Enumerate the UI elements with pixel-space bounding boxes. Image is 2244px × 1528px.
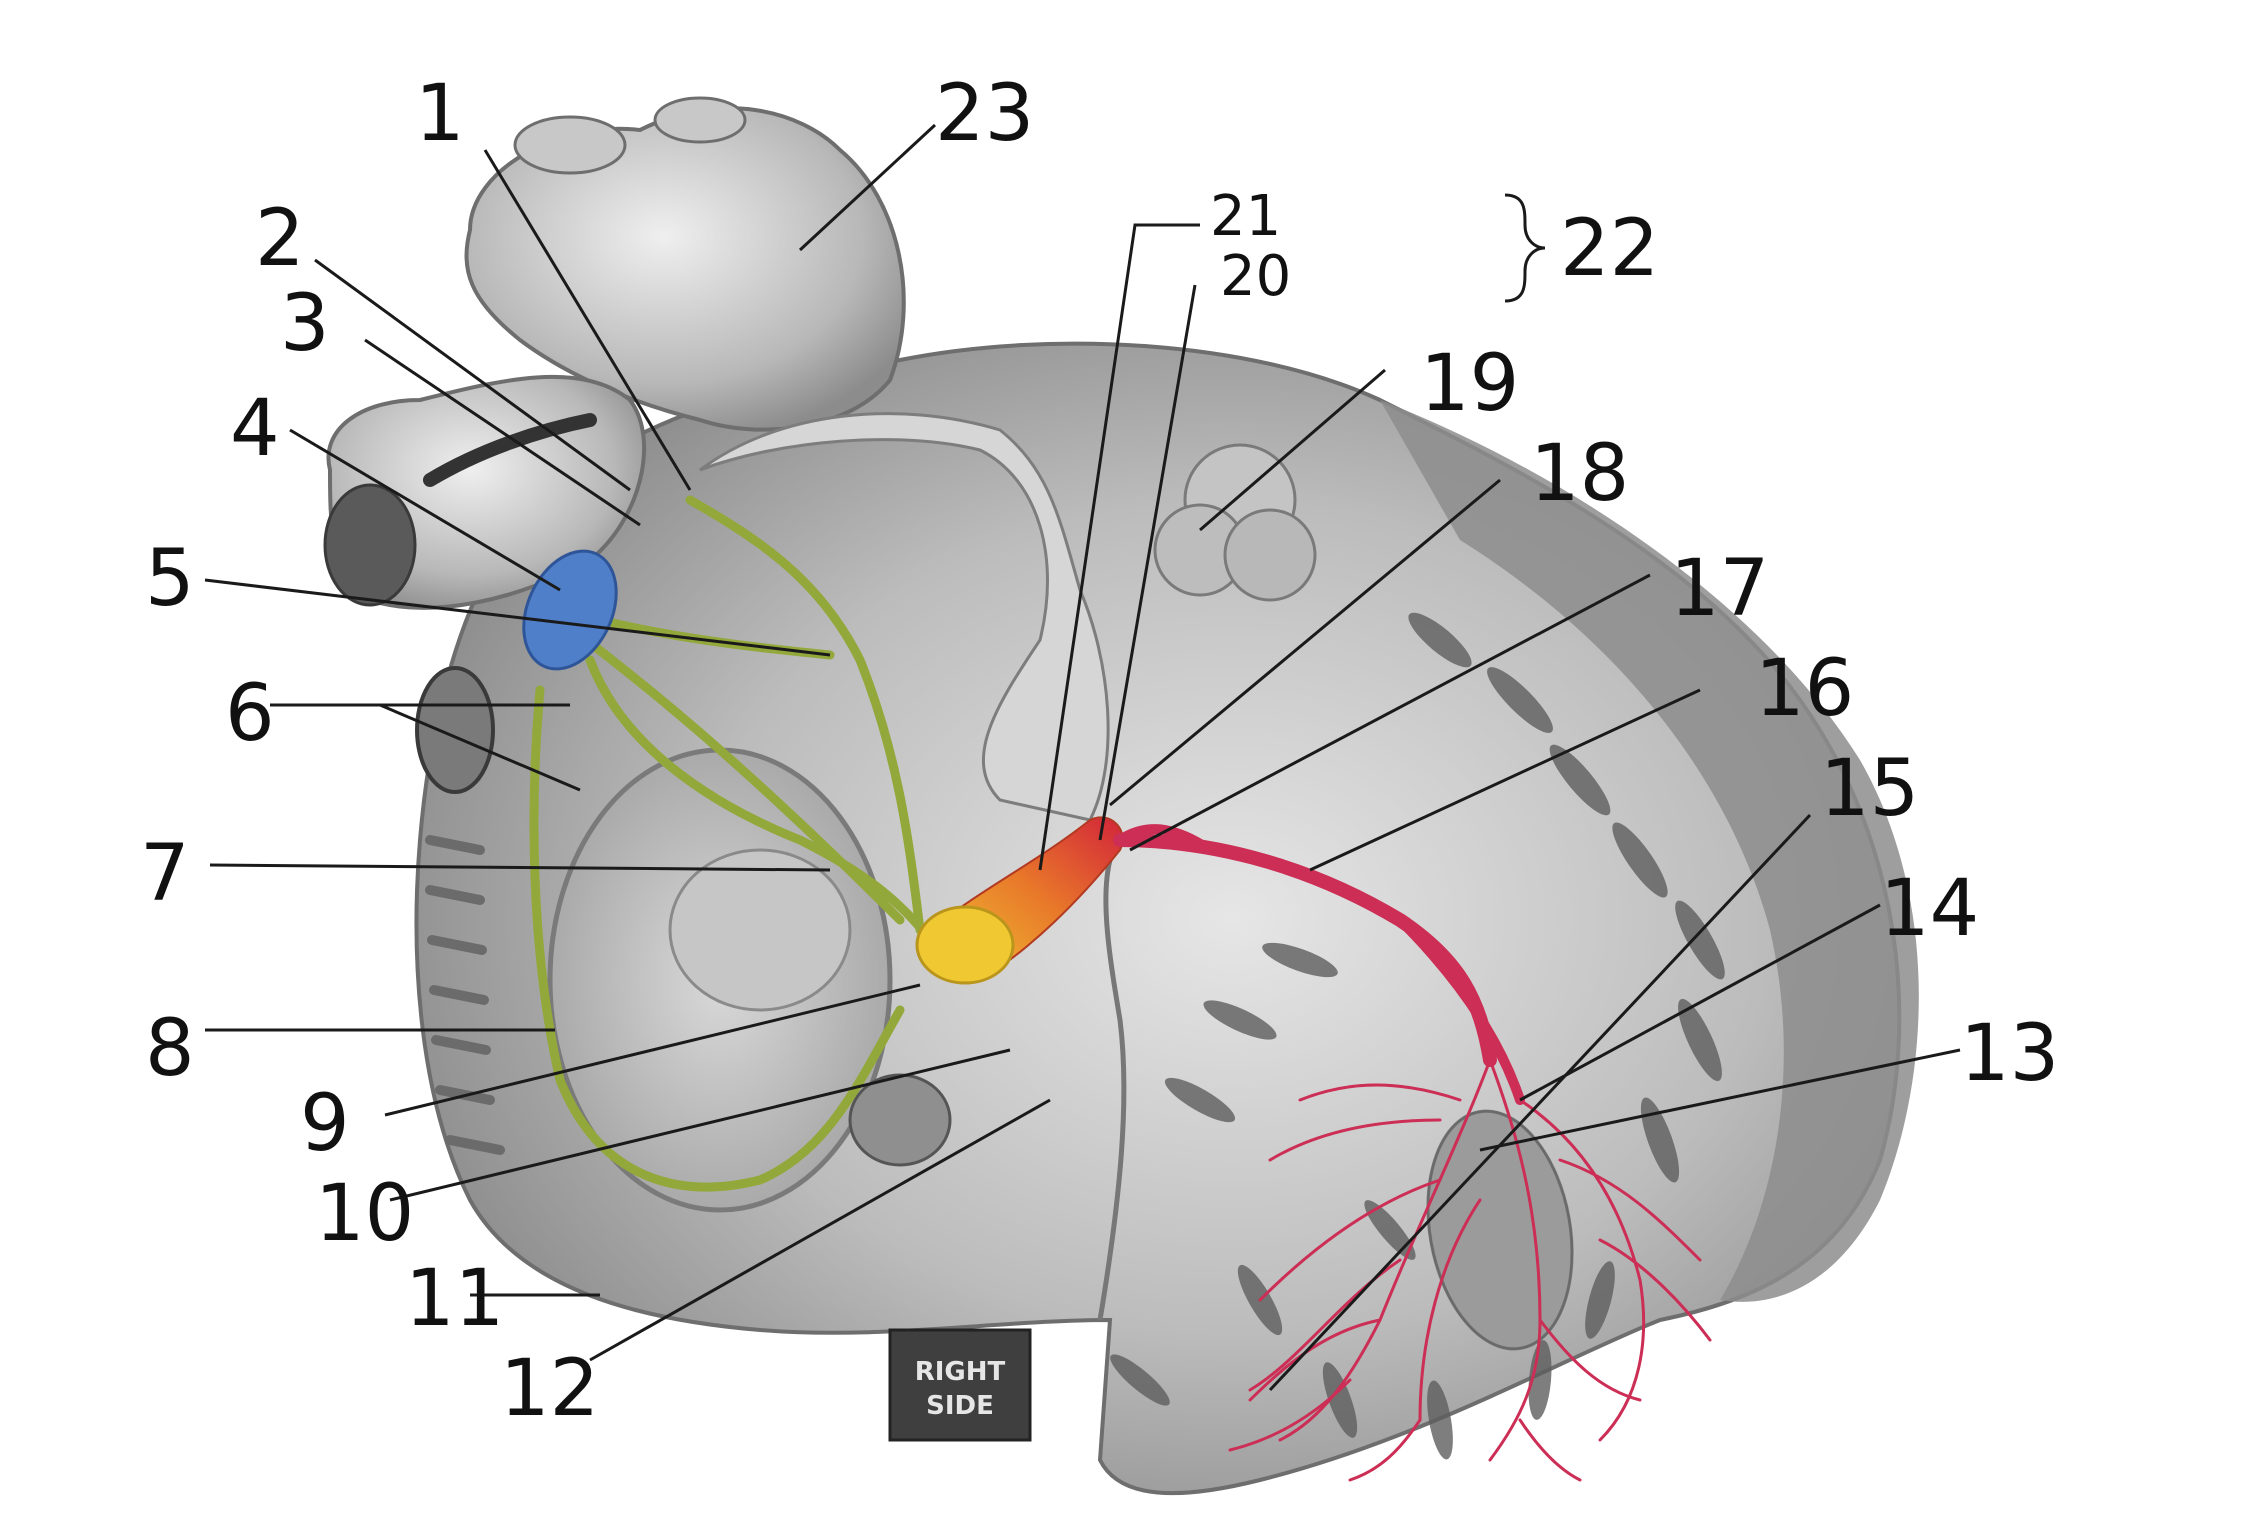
label-16: 16 [1755,644,1854,734]
number-labels: 1 2 3 4 5 6 7 8 9 10 11 12 13 14 15 16 1… [140,69,2059,1434]
label-3: 3 [280,279,330,369]
trabeculae-carneae [1110,612,1725,1460]
label-21: 21 [1210,184,1281,249]
label-15: 15 [1820,744,1919,834]
label-17: 17 [1670,544,1769,634]
label-13: 13 [1960,1009,2059,1099]
label-6: 6 [225,669,275,759]
fossa-ovalis [668,848,852,1012]
label-18: 18 [1530,429,1629,519]
aorta-branch-2 [653,96,747,144]
internodal-pathways [529,495,935,1192]
label-9: 9 [300,1079,350,1169]
heart-outer-rim [1380,400,1919,1302]
leader-lines [204,123,1961,1392]
aorta-branch-1 [513,115,627,175]
label-5: 5 [145,534,195,624]
label-14: 14 [1880,864,1979,954]
ivc-opening [415,666,495,794]
badge-line-2: SIDE [926,1391,994,1421]
label-19: 19 [1420,339,1519,429]
svc-opening [323,483,417,607]
label-22: 22 [1560,204,1659,294]
label-11: 11 [405,1254,504,1344]
label-8: 8 [145,1004,195,1094]
label-10: 10 [315,1169,414,1259]
label-23: 23 [935,69,1034,159]
label-1: 1 [415,69,465,159]
label-20: 20 [1220,244,1291,309]
ventricle-cut-edge [1097,859,1127,1321]
papillary-muscle [1426,1109,1574,1351]
label-7: 7 [140,829,190,919]
heart-illustration [323,96,1919,1496]
badge-line-1: RIGHT [915,1357,1006,1387]
svc-slit [423,413,597,487]
label-12: 12 [500,1344,599,1434]
av-node [915,905,1015,985]
label-2: 2 [255,194,305,284]
coronary-sinus-opening [848,1073,952,1167]
label-4: 4 [230,384,280,474]
purkinje-fibers [1228,1058,1712,1482]
bundle-branches [1113,824,1712,1482]
right-side-badge: RIGHT SIDE [888,1328,1032,1442]
aorta [464,106,906,432]
pectinate-muscles [425,835,505,1155]
conduction-system [522,495,1712,1482]
